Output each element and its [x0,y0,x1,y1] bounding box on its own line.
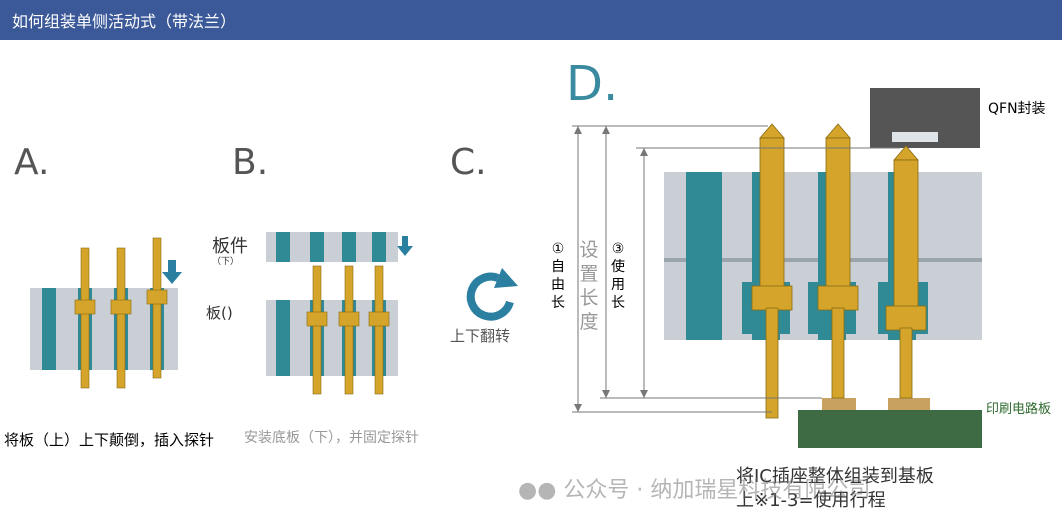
step-a-illustration [30,237,182,389]
step-b-letter: B. [232,142,269,183]
insert-arrow-icon [162,260,182,284]
probe-flange [338,311,360,327]
probe-pin [312,265,322,395]
probe-pin [374,265,384,395]
pcb-label: 印刷电路板 [986,402,1052,417]
step-d-caption-line-1: 将IC插座整体组装到基板 [736,466,934,487]
pcb-board [798,410,982,448]
watermark-text: 公众号 · 纳加瑞星科技有限公司 [563,478,871,503]
down-arrow-icon [397,236,413,256]
free-length-number: ① [551,241,565,257]
step-b-illustration [266,232,413,395]
probe-pin [80,247,90,389]
free-length-char: 由 [551,277,565,293]
step-a-letter: A. [14,142,50,183]
watermark: ●● 公众号 · 纳加瑞星科技有限公司 [518,472,870,504]
use-length-char: 使 [611,259,625,275]
set-length-char: 设 [579,239,599,261]
use-length-char: 长 [611,295,625,311]
page-title: 如何组装单侧活动式（带法兰） [12,12,237,31]
free-length-char: 自 [551,259,565,275]
socket-hole [686,172,722,340]
use-length-label: ③ 使 用 长 [610,240,626,312]
plate-hole [42,288,56,370]
probe-flange [751,285,793,311]
step-b-caption: 安装底板（下），并固定探针 [244,430,419,446]
header-bar: 如何组装单侧活动式（带法兰） [0,0,1062,40]
free-length-label: ① 自 由 长 [550,240,566,312]
probe-plunger [765,307,779,419]
step-d-letter: D. [566,56,619,112]
probe-pin [759,137,785,289]
wechat-icon: ●● [518,478,557,503]
step-a-caption: 将板（上）上下颠倒，插入探针 [4,431,215,449]
step-c-letter: C. [450,142,487,183]
probe-flange [306,311,328,327]
use-length-number: ③ [611,241,625,257]
upper-plate-label: 板件 [212,236,248,257]
flip-icon [466,268,518,321]
lower-plate-label: 板() [206,304,233,322]
set-length-char: 置 [579,263,599,285]
probe-pin [344,265,354,395]
set-length-char: 长 [579,287,599,309]
probe-flange [74,299,96,315]
qfn-label: QFN封装 [988,101,1046,117]
probe-pin [116,247,126,389]
upper-plate-sub-label: （下） [212,257,240,267]
probe-pin [152,237,162,379]
probe-flange [368,311,390,327]
probe-flange [110,299,132,315]
step-d-illustration [572,88,982,448]
step-c-caption: 上下翻转 [450,327,511,345]
set-length-char: 度 [579,311,599,333]
step-d-caption-line-2: 上※1-3=使用行程 [736,490,886,511]
use-length-char: 用 [611,277,625,293]
set-length-label: 设 置 长 度 [578,238,600,334]
probe-flange [146,289,168,305]
free-length-char: 长 [551,295,565,311]
